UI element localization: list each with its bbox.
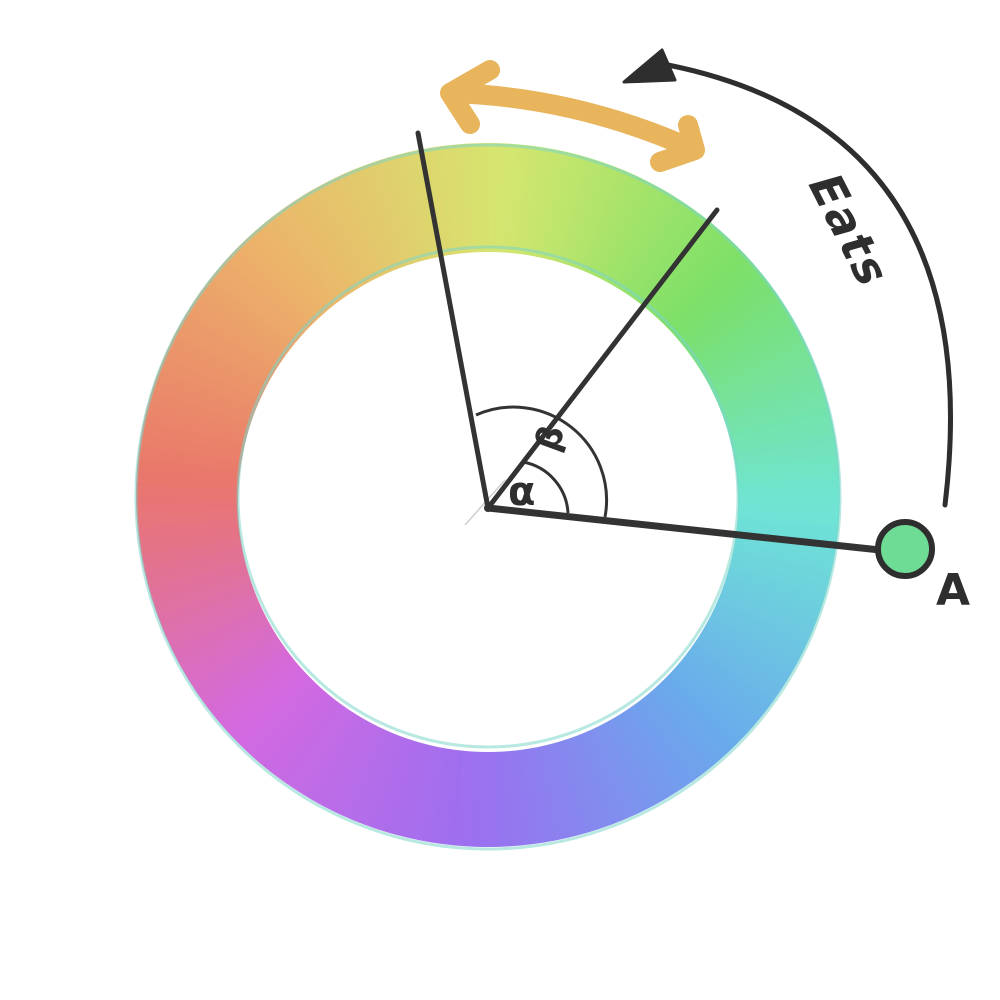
radial-line-left xyxy=(415,130,491,511)
beta-angle-arc xyxy=(475,405,609,518)
eats-label: Eats xyxy=(798,164,901,295)
ring-wedge xyxy=(135,491,488,532)
alpha-label: α xyxy=(508,469,535,515)
alpha-angle-arc xyxy=(522,460,570,514)
ring-wedge xyxy=(488,462,840,503)
radial-line-to-a xyxy=(484,504,884,554)
ring-outer-edge xyxy=(134,143,842,851)
ring-inner-edge xyxy=(236,245,740,749)
ring-wedge xyxy=(482,497,523,847)
center-point xyxy=(484,504,492,512)
point-a-marker xyxy=(875,519,935,579)
double-arrow-icon xyxy=(440,60,705,172)
eats-arrow-icon xyxy=(622,48,953,508)
radial-line-right xyxy=(485,207,720,511)
point-a-label: A xyxy=(936,565,970,616)
